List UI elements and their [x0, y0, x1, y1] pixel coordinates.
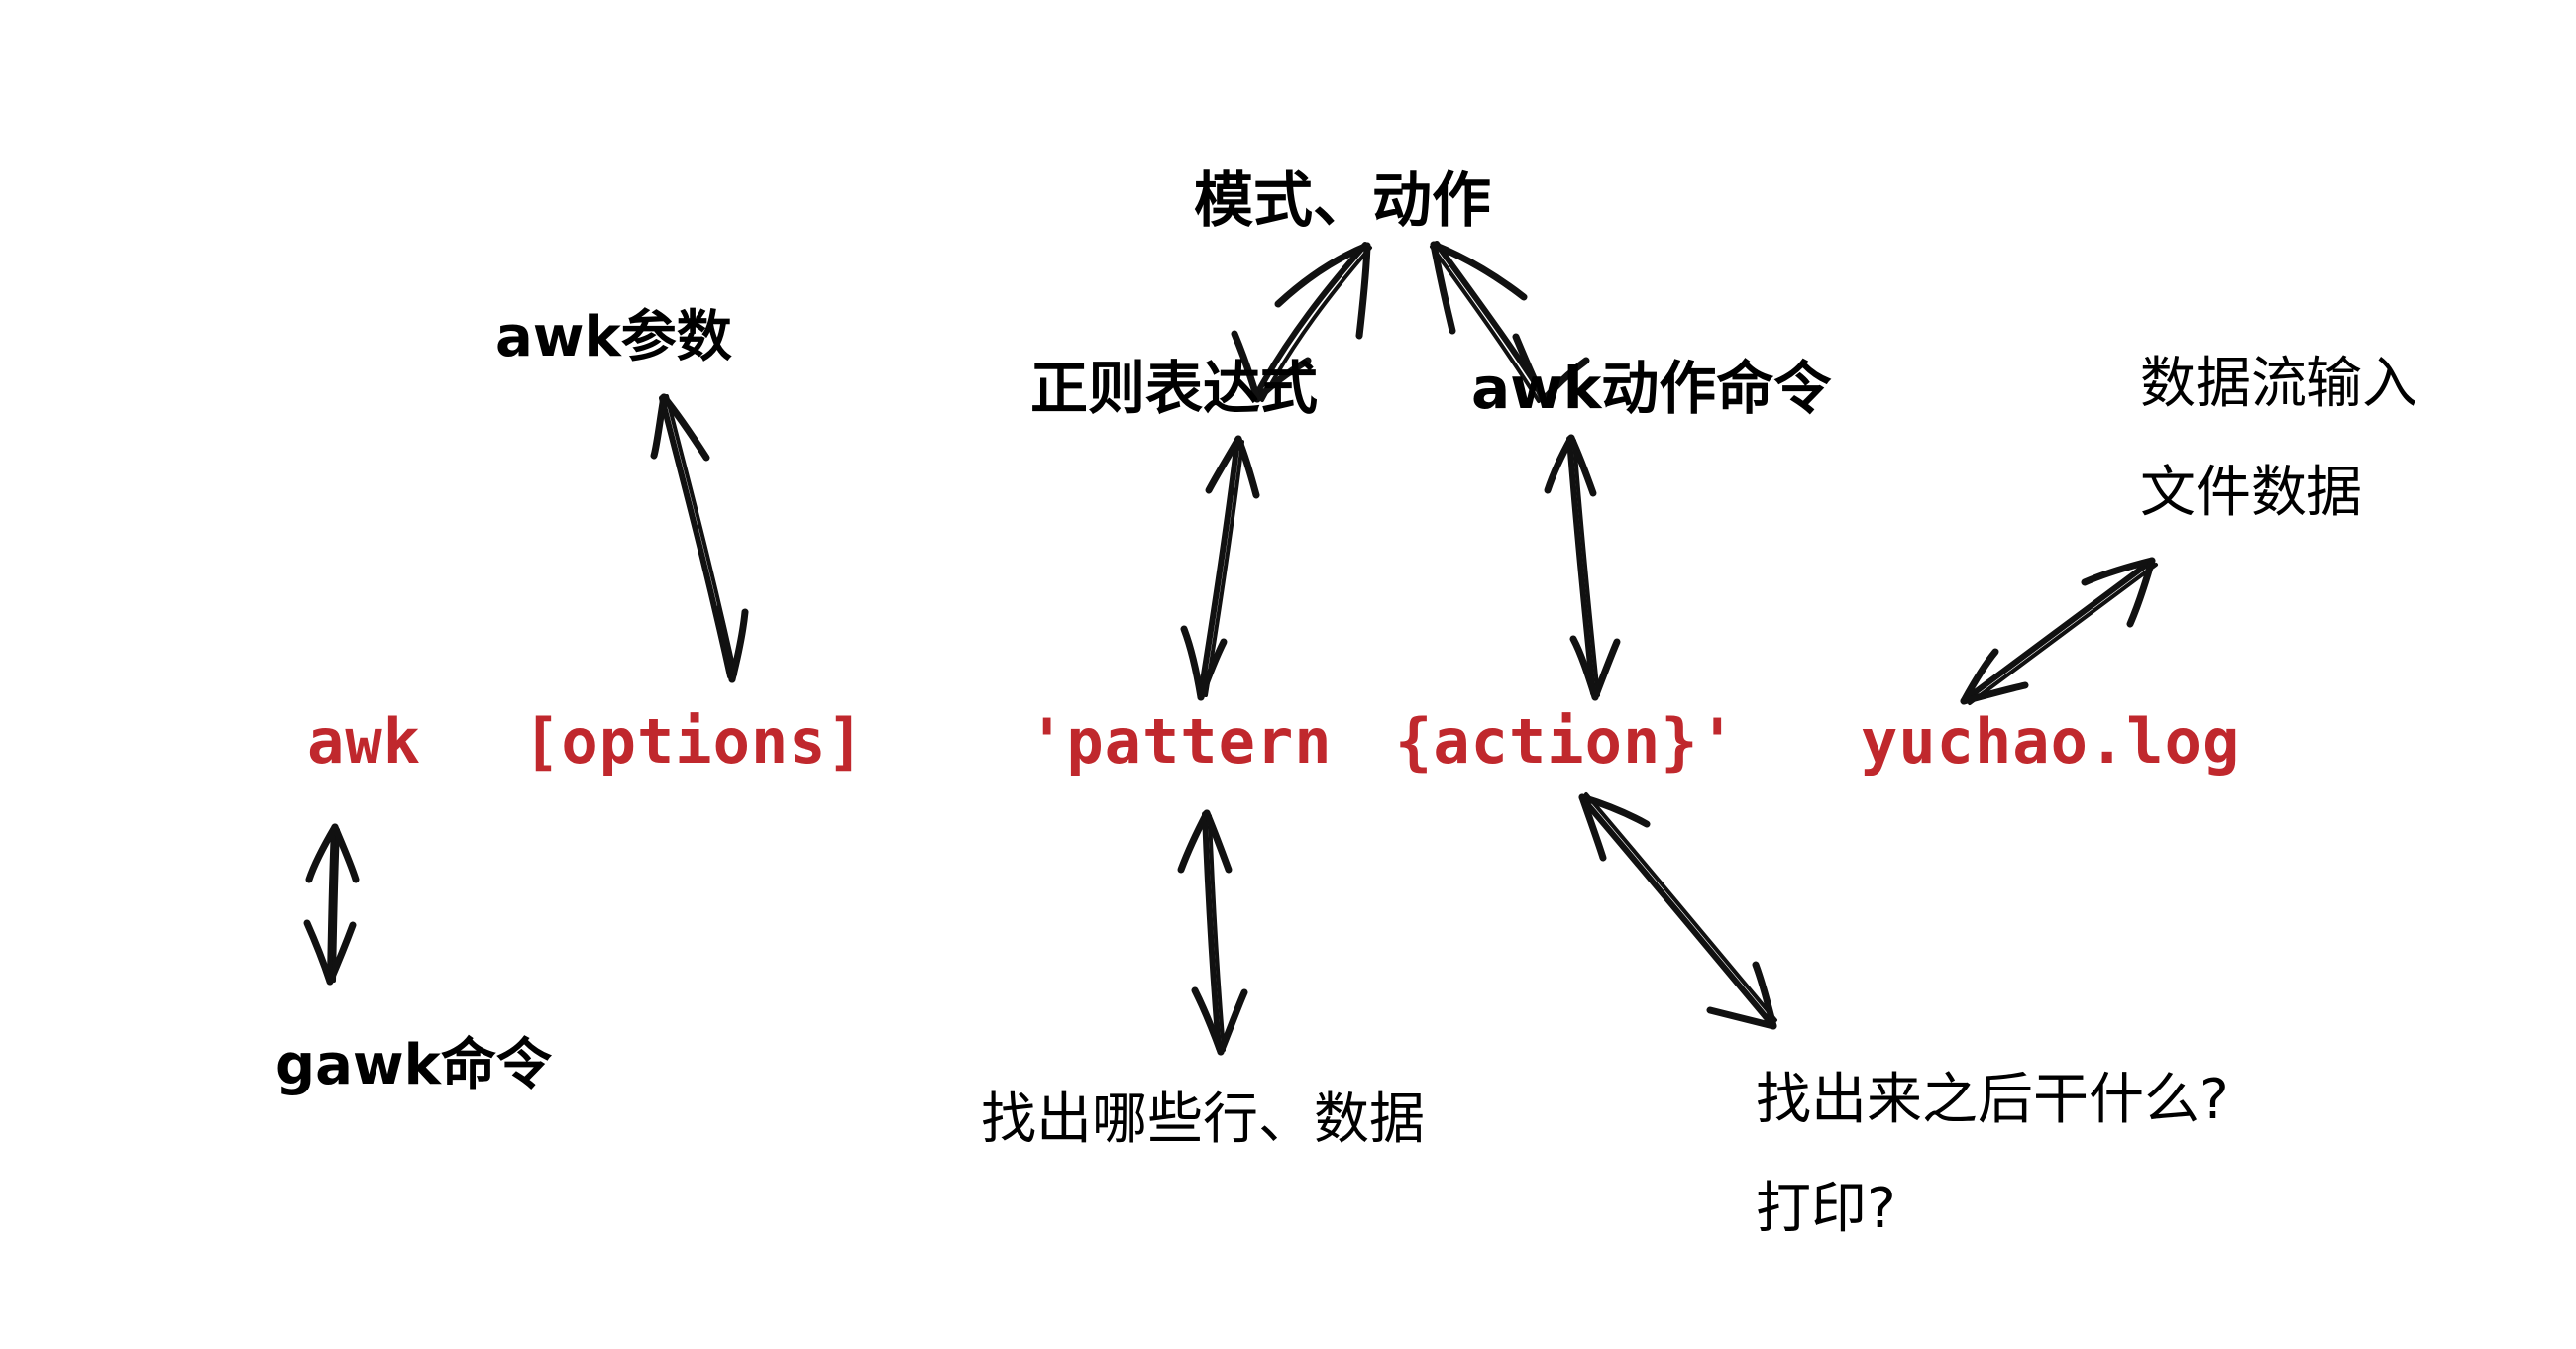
- arrow-awkcmd-to-action: [1544, 434, 1621, 701]
- arrow-awkparams-to-options: [650, 393, 749, 683]
- arrow-regex-to-pattern: [1180, 435, 1260, 701]
- label-awk-action-command: awk动作命令: [1471, 355, 1832, 422]
- command-part-pattern: 'pattern: [1028, 705, 1333, 778]
- command-part-action: {action}': [1395, 705, 1737, 778]
- label-data-stream-input: 数据流输入: [2140, 352, 2417, 416]
- label-pattern-action: 模式、动作: [1194, 166, 1491, 236]
- label-awk-params: awk参数: [495, 305, 732, 369]
- label-regex: 正则表达式: [1030, 355, 1319, 422]
- arrow-pattern-to-whichlines: [1177, 809, 1248, 1056]
- label-gawk-command: gawk命令: [275, 1033, 552, 1097]
- label-then-what: 找出来之后干什么?: [1756, 1068, 2229, 1132]
- command-part-filename: yuchao.log: [1861, 705, 2241, 778]
- label-print-question: 打印?: [1756, 1177, 1896, 1241]
- command-part-options: [options]: [523, 705, 865, 778]
- label-file-data: 文件数据: [2140, 461, 2362, 525]
- arrow-datainput-to-filename: [1960, 557, 2158, 705]
- arrow-action-to-thenwhat: [1578, 792, 1777, 1030]
- label-which-lines-data: 找出哪些行、数据: [981, 1088, 1425, 1152]
- command-part-awk: awk: [307, 705, 421, 778]
- arrow-awk-to-gawk: [303, 823, 360, 986]
